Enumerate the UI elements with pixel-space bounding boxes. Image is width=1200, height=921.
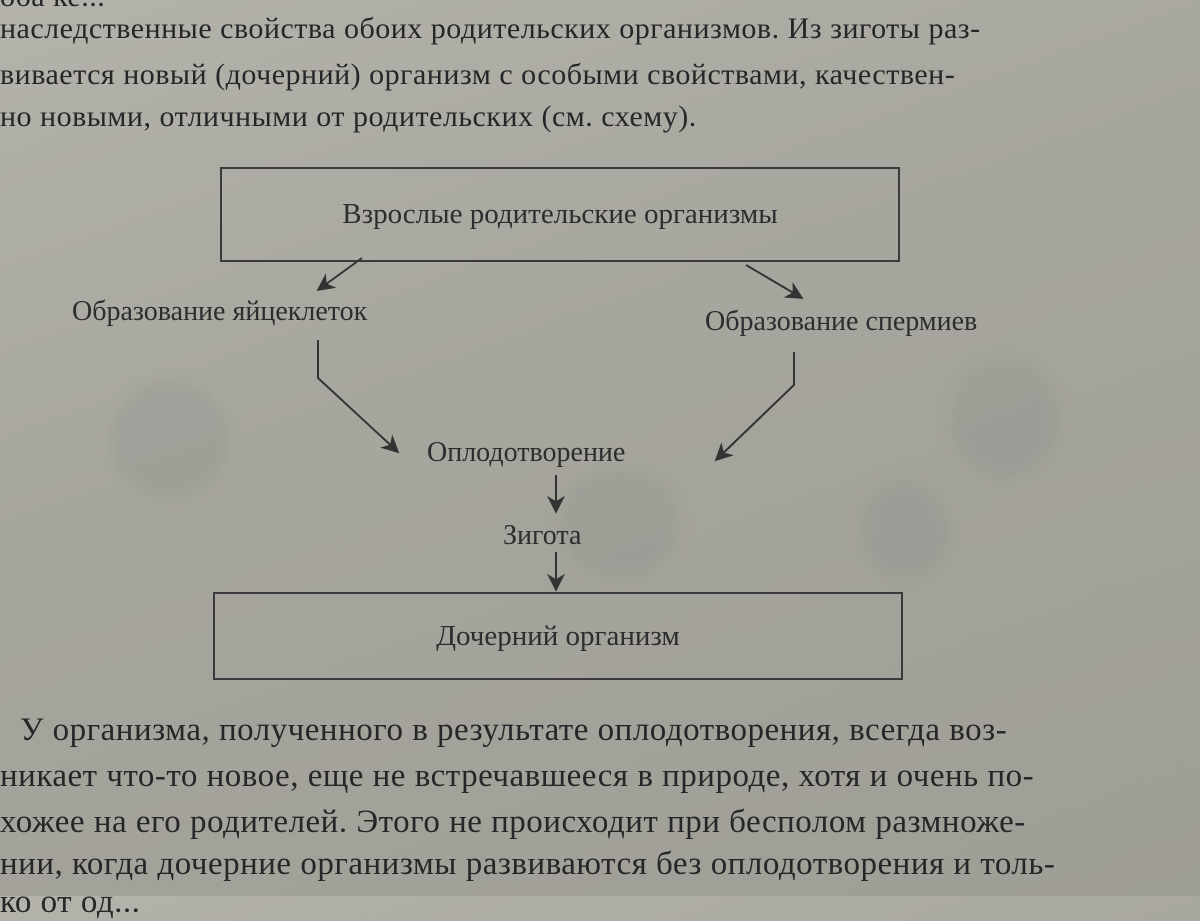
arrow-to-eggs [316, 257, 363, 292]
paragraph-line: вивается новый (дочерний) организм с осо… [0, 58, 956, 91]
paragraph-line: хожее на его родителей. Этого не происхо… [0, 804, 1026, 840]
arrow-eggs-to-fertilization [317, 340, 400, 454]
daughter-organism-box: Дочерний организм [213, 592, 903, 680]
paragraph-line: нии, когда дочерние организмы развиваютс… [0, 846, 1056, 882]
arrow-sperm-to-fertilization [714, 352, 795, 462]
show-through-shadow [560, 470, 680, 580]
show-through-shadow [950, 360, 1060, 480]
adult-parents-box: Взрослые родительские организмы [220, 167, 900, 262]
paragraph-line: но новыми, отличными от родительских (см… [0, 100, 697, 133]
fertilization-label: Оплодотворение [427, 437, 626, 468]
adult-parents-label: Взрослые родительские организмы [342, 198, 778, 230]
textbook-page: оба ке... наследственные свойства обоих … [0, 0, 1060, 920]
zygote-label: Зигота [503, 520, 582, 551]
egg-formation-label: Образование яйцеклеток [72, 296, 368, 327]
sperm-formation-label: Образование спермиев [705, 306, 978, 337]
daughter-organism-label: Дочерний организм [436, 619, 680, 652]
paragraph-line: наследственные свойства обоих родительск… [0, 12, 981, 45]
diagram-arrows [316, 257, 804, 592]
paragraph-line: никает что-то новое, еще не встречавшеес… [0, 758, 1035, 794]
arrow-to-sperm [745, 264, 804, 299]
paragraph-line: оба ке... [0, 0, 105, 14]
paragraph-line: У организма, полученного в результате оп… [20, 712, 1008, 748]
paragraph-line: ко от од... [0, 884, 141, 920]
show-through-shadow [860, 480, 950, 580]
show-through-shadow [110, 380, 230, 500]
